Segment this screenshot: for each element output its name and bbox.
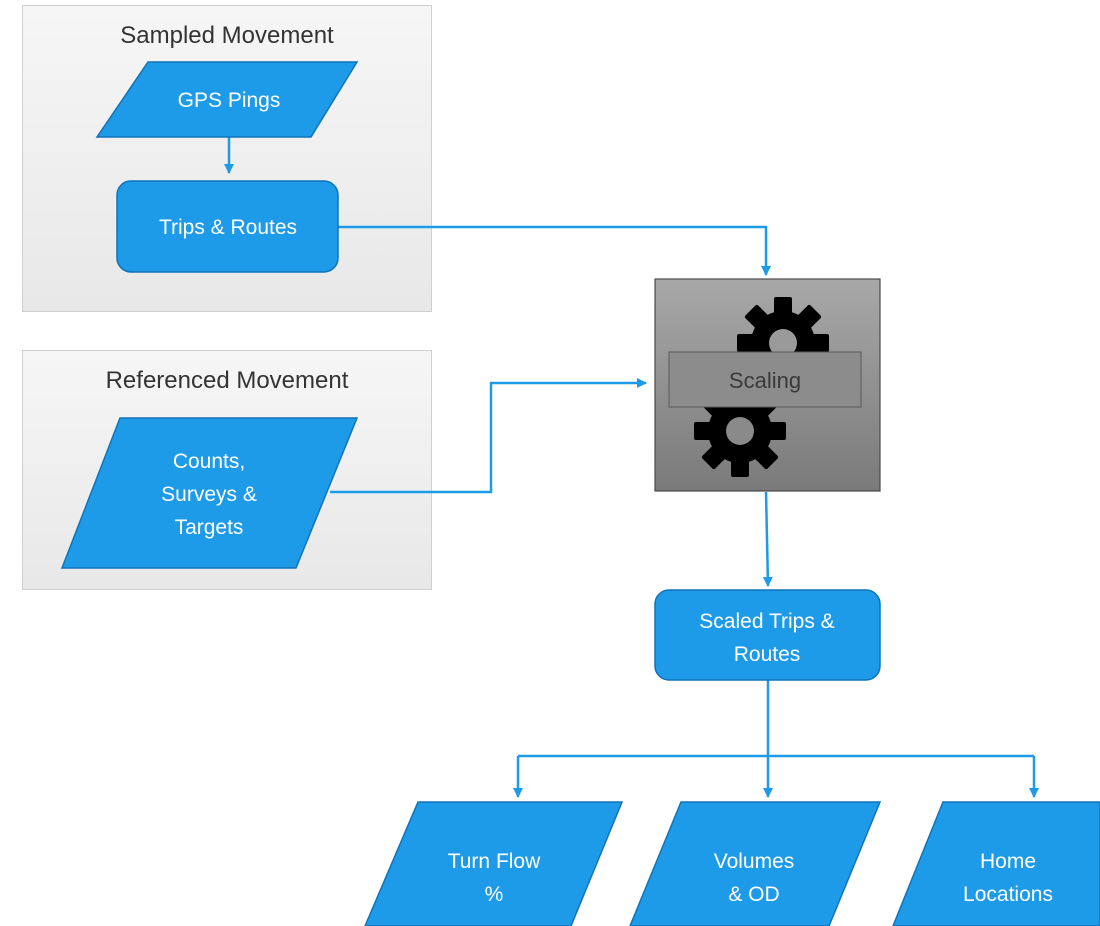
scaled-trips-routes-node: Scaled Trips & Routes: [654, 589, 881, 681]
scaling-process: Scaling: [654, 278, 881, 492]
connectors: [224, 137, 1039, 798]
connector-counts-to-scaling: [330, 378, 647, 494]
group-title: Referenced Movement: [105, 367, 349, 394]
group-title: Sampled Movement: [120, 22, 334, 49]
turn-flow-node: Turn Flow %: [364, 801, 624, 926]
trips-routes-node: Trips & Routes: [116, 180, 339, 273]
counts-surveys-targets-node: Counts, Surveys & Targets: [60, 417, 359, 569]
gps-pings-node: GPS Pings: [95, 61, 359, 138]
connector-scaling-to-scaled: [762, 491, 773, 587]
volumes-od-node: Volumes & OD: [629, 801, 882, 926]
home-locations-node: Home Locations: [892, 801, 1100, 926]
scaling-band: [668, 351, 862, 408]
connector-trips-to-scaling: [338, 225, 771, 276]
